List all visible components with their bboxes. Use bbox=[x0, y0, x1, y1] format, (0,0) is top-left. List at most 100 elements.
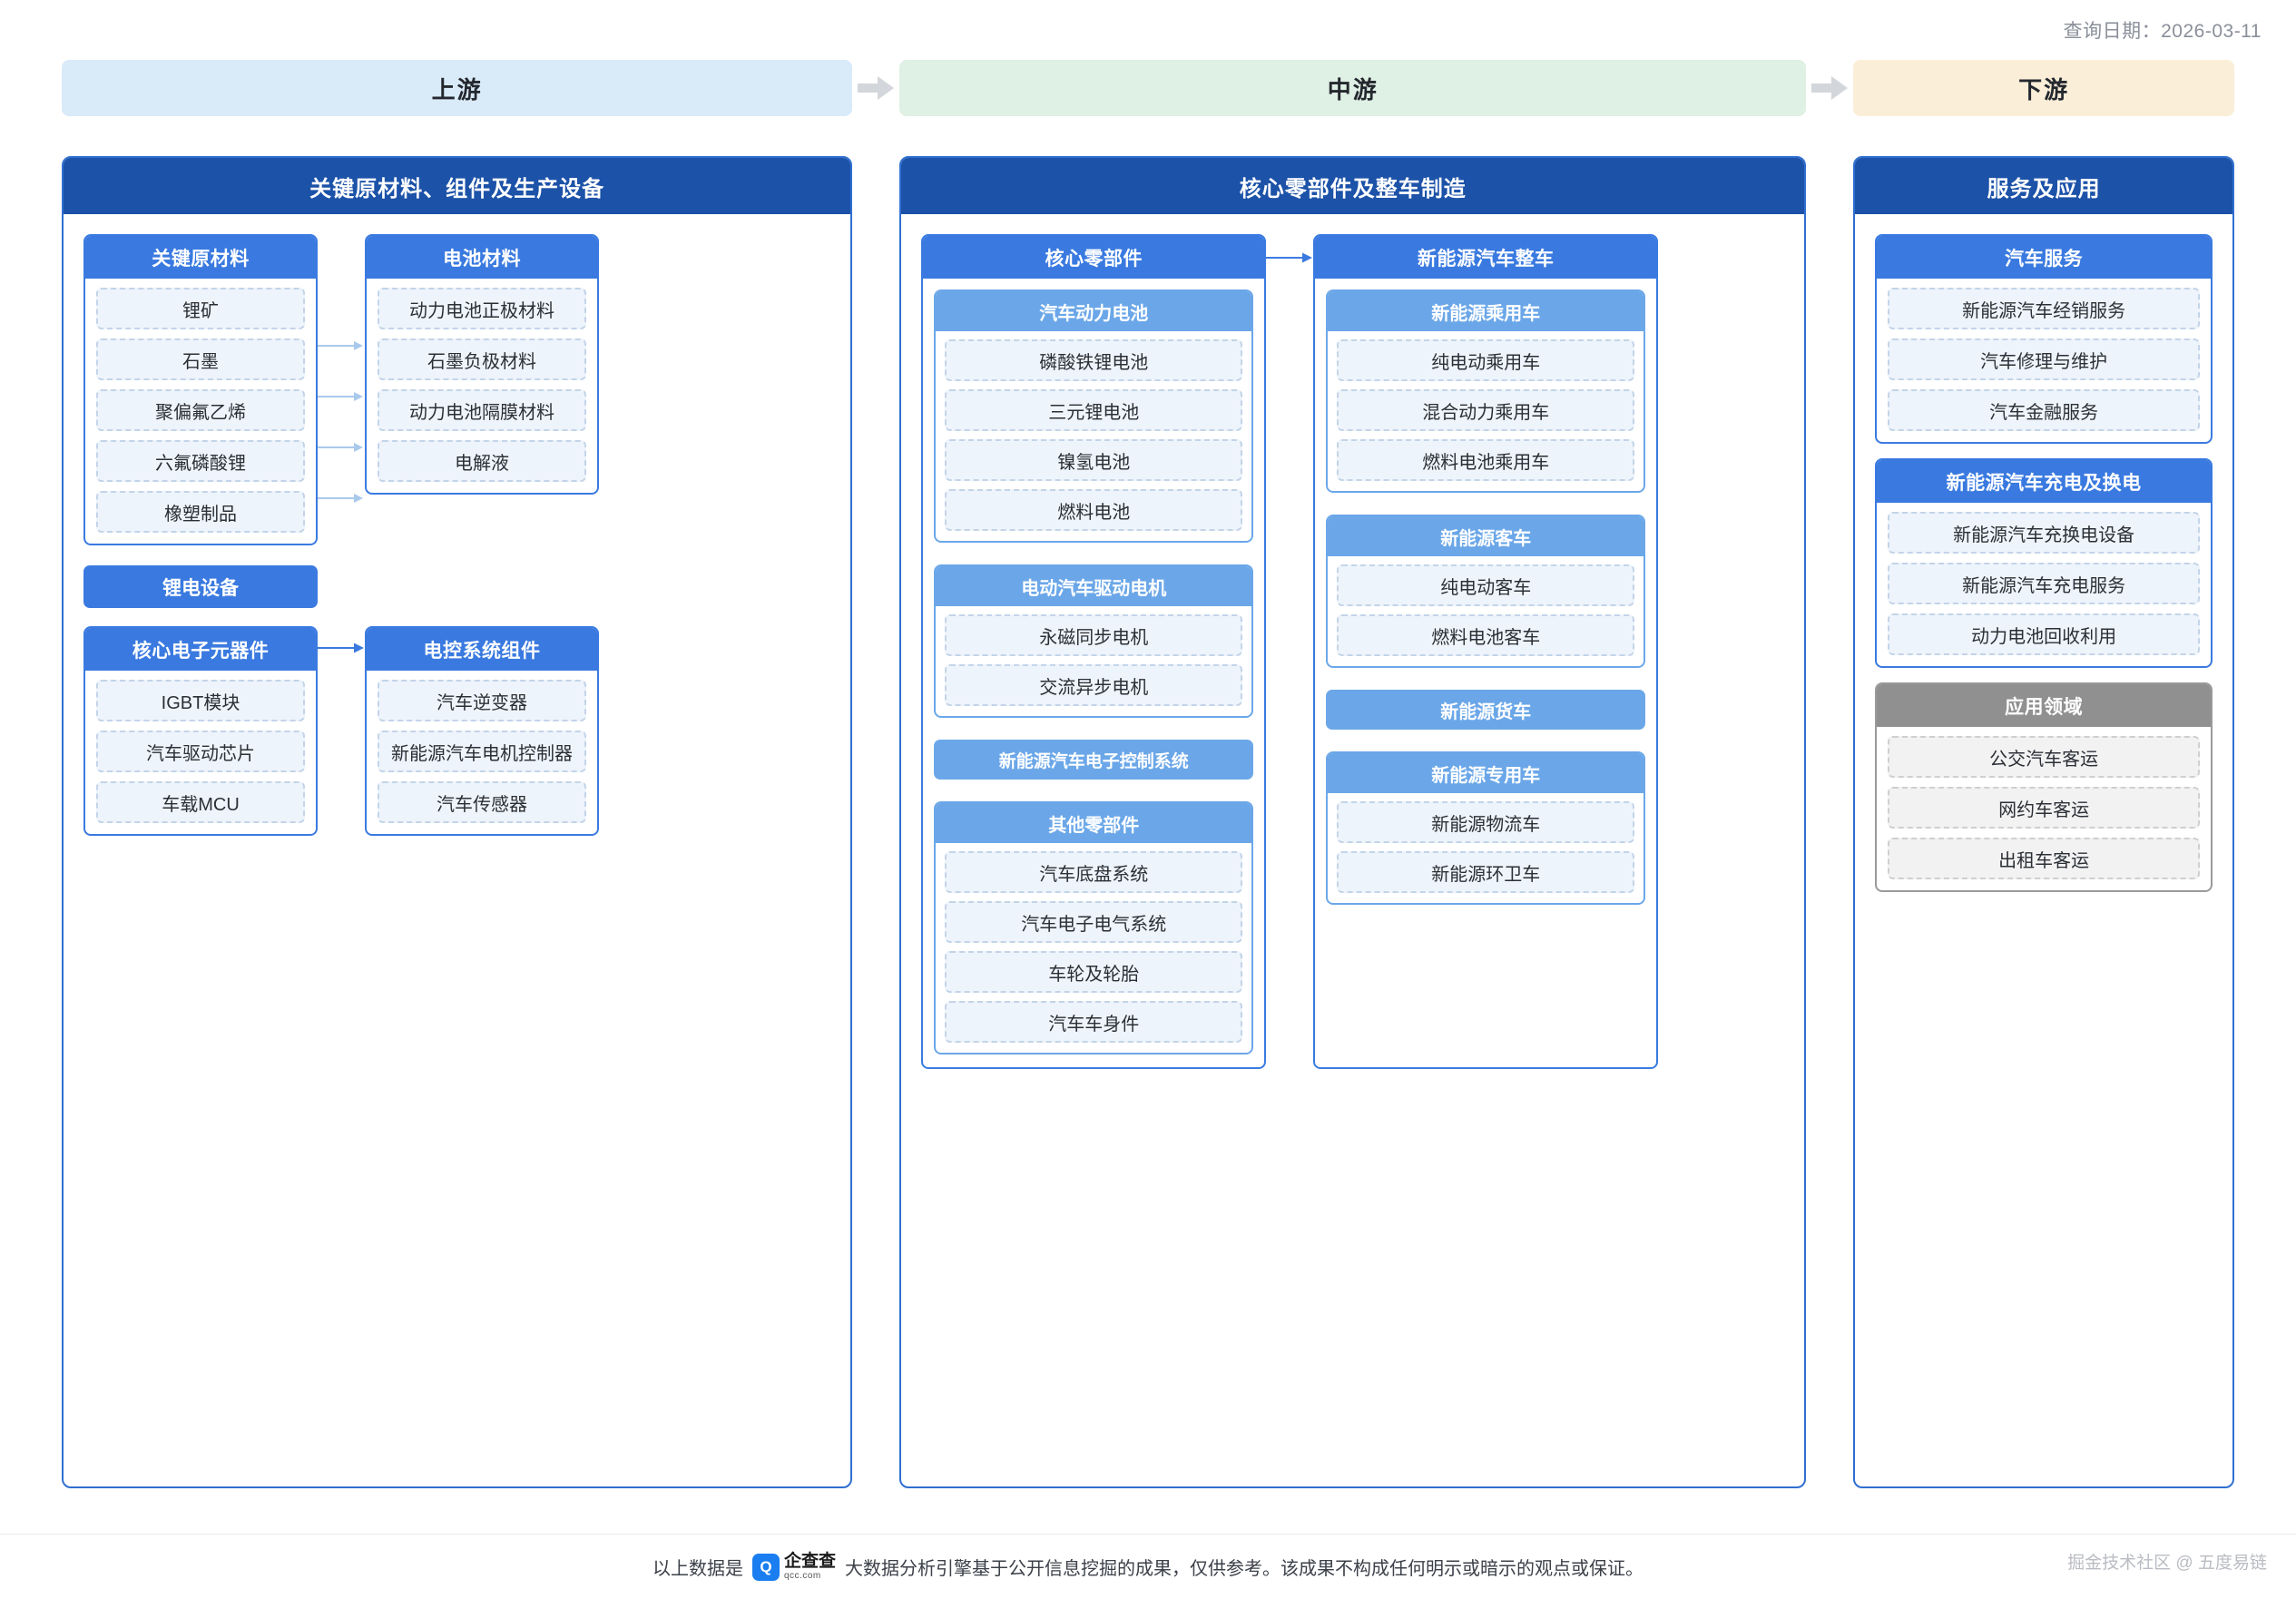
list-item[interactable]: 纯电动客车 bbox=[1337, 564, 1635, 606]
list-item[interactable]: 电解液 bbox=[378, 440, 586, 482]
list-item[interactable]: 新能源汽车充换电设备 bbox=[1888, 512, 2200, 554]
list-item[interactable]: 新能源汽车电机控制器 bbox=[378, 731, 586, 772]
footer: 以上数据是 Q 企查查 qcc.com 大数据分析引擎基于公开信息挖掘的成果，仅… bbox=[0, 1534, 2296, 1599]
list-item[interactable]: 三元锂电池 bbox=[945, 389, 1243, 431]
list-item[interactable]: 永磁同步电机 bbox=[945, 614, 1243, 656]
items-battery-materials: 动力电池正极材料 石墨负极材料 动力电池隔膜材料 电解液 bbox=[367, 279, 597, 493]
list-item[interactable]: 六氟磷酸锂 bbox=[96, 440, 305, 482]
card-head-battery-materials[interactable]: 电池材料 bbox=[367, 236, 597, 279]
list-item[interactable]: 混合动力乘用车 bbox=[1337, 389, 1635, 431]
upstream-connector-column-2 bbox=[318, 626, 365, 836]
lithium-equipment-wrap: 锂电设备 bbox=[83, 565, 318, 608]
card-head-ec-system-components[interactable]: 电控系统组件 bbox=[367, 628, 597, 671]
items-auto-services: 新能源汽车经销服务 汽车修理与维护 汽车金融服务 bbox=[1877, 279, 2211, 442]
list-item[interactable]: 车轮及轮胎 bbox=[945, 951, 1243, 993]
subcard-head-special-vehicles[interactable]: 新能源专用车 bbox=[1328, 753, 1644, 793]
stage-midstream[interactable]: 中游 bbox=[899, 60, 1807, 116]
subcard-power-battery: 汽车动力电池 磷酸铁锂电池 三元锂电池 镍氢电池 燃料电池 bbox=[934, 289, 1254, 543]
qcc-logo: Q 企查查 qcc.com bbox=[751, 1553, 836, 1581]
list-item[interactable]: 公交汽车客运 bbox=[1888, 736, 2200, 778]
footer-prefix: 以上数据是 bbox=[652, 1559, 743, 1579]
list-item[interactable]: 汽车金融服务 bbox=[1888, 389, 2200, 431]
list-item[interactable]: 新能源环卫车 bbox=[1337, 851, 1635, 893]
subcard-head-other-parts[interactable]: 其他零部件 bbox=[936, 803, 1252, 843]
list-item[interactable]: 出租车客运 bbox=[1888, 838, 2200, 879]
card-head-key-raw-materials[interactable]: 关键原材料 bbox=[85, 236, 316, 279]
list-item[interactable]: 汽车逆变器 bbox=[378, 680, 586, 721]
list-item[interactable]: 燃料电池乘用车 bbox=[1337, 439, 1635, 481]
card-ec-system-components: 电控系统组件 汽车逆变器 新能源汽车电机控制器 汽车传感器 bbox=[365, 626, 599, 836]
subcard-head-buses[interactable]: 新能源客车 bbox=[1328, 516, 1644, 556]
card-battery-materials: 电池材料 动力电池正极材料 石墨负极材料 动力电池隔膜材料 电解液 bbox=[365, 234, 599, 495]
items-passenger-vehicles: 纯电动乘用车 混合动力乘用车 燃料电池乘用车 bbox=[1328, 331, 1644, 491]
list-item[interactable]: 石墨负极材料 bbox=[378, 338, 586, 380]
upstream-right-col: 电池材料 动力电池正极材料 石墨负极材料 动力电池隔膜材料 电解液 bbox=[365, 234, 599, 545]
list-item[interactable]: 动力电池隔膜材料 bbox=[378, 389, 586, 431]
midstream-connector-column bbox=[1266, 234, 1313, 1069]
items-drive-motor: 永磁同步电机 交流异步电机 bbox=[936, 606, 1251, 716]
panel-title-downstream: 服务及应用 bbox=[1855, 158, 2232, 214]
list-item[interactable]: 石墨 bbox=[96, 338, 305, 380]
connector-arrow-icon bbox=[318, 643, 365, 653]
list-item[interactable]: 新能源汽车经销服务 bbox=[1888, 288, 2200, 329]
list-item[interactable]: 车载MCU bbox=[96, 781, 305, 823]
stage-arrow-upstream-to-midstream bbox=[852, 76, 899, 100]
items-ec-system-components: 汽车逆变器 新能源汽车电机控制器 汽车传感器 bbox=[367, 671, 597, 834]
connector-arrow-icon bbox=[1266, 252, 1313, 263]
subcard-head-power-battery[interactable]: 汽车动力电池 bbox=[936, 291, 1252, 331]
card-head-auto-services[interactable]: 汽车服务 bbox=[1877, 236, 2211, 279]
upstream-connector-column bbox=[318, 234, 365, 545]
stage-downstream[interactable]: 下游 bbox=[1853, 60, 2234, 116]
upstream-materials-row: 关键原材料 锂矿 石墨 聚偏氟乙烯 六氟磷酸锂 橡塑制品 bbox=[83, 234, 830, 545]
upstream-left-col-2: 核心电子元器件 IGBT模块 汽车驱动芯片 车载MCU bbox=[83, 626, 318, 836]
qcc-brand-en: qcc.com bbox=[783, 1571, 821, 1581]
list-item[interactable]: 磷酸铁锂电池 bbox=[945, 339, 1243, 381]
subcard-head-ecu-system[interactable]: 新能源汽车电子控制系统 bbox=[934, 740, 1254, 780]
upstream-right-col-2: 电控系统组件 汽车逆变器 新能源汽车电机控制器 汽车传感器 bbox=[365, 626, 599, 836]
qcc-logo-text: 企查查 qcc.com bbox=[784, 1553, 836, 1581]
card-auto-services: 汽车服务 新能源汽车经销服务 汽车修理与维护 汽车金融服务 bbox=[1875, 234, 2213, 444]
column-midstream: 核心零部件及整车制造 核心零部件 汽车动力电池 磷酸铁锂电池 bbox=[899, 156, 1807, 1488]
card-head-application-fields[interactable]: 应用领域 bbox=[1877, 684, 2211, 727]
stage-upstream[interactable]: 上游 bbox=[62, 60, 853, 116]
list-item[interactable]: 燃料电池客车 bbox=[1337, 614, 1635, 656]
card-head-lithium-equipment[interactable]: 锂电设备 bbox=[83, 565, 318, 608]
list-item[interactable]: IGBT模块 bbox=[96, 680, 305, 721]
query-date: 查询日期：2026-03-11 bbox=[2063, 21, 2262, 42]
list-item[interactable]: 新能源物流车 bbox=[1337, 801, 1635, 843]
list-item[interactable]: 汽车车身件 bbox=[945, 1001, 1243, 1043]
subcard-head-trucks[interactable]: 新能源货车 bbox=[1326, 690, 1646, 730]
list-item[interactable]: 网约车客运 bbox=[1888, 787, 2200, 829]
panel-body-downstream: 汽车服务 新能源汽车经销服务 汽车修理与维护 汽车金融服务 新能源汽车充电及换电… bbox=[1855, 214, 2232, 1486]
card-head-vehicles[interactable]: 新能源汽车整车 bbox=[1315, 236, 1657, 279]
connector-arrow-icon bbox=[318, 391, 365, 402]
qcc-brand-cn: 企查查 bbox=[783, 1552, 836, 1571]
subcard-head-drive-motor[interactable]: 电动汽车驱动电机 bbox=[936, 566, 1252, 606]
panel-midstream: 核心零部件及整车制造 核心零部件 汽车动力电池 磷酸铁锂电池 bbox=[899, 156, 1807, 1488]
subcard-head-passenger-vehicles[interactable]: 新能源乘用车 bbox=[1328, 291, 1644, 331]
list-item[interactable]: 动力电池回收利用 bbox=[1888, 613, 2200, 655]
card-head-core-parts[interactable]: 核心零部件 bbox=[923, 236, 1265, 279]
list-item[interactable]: 橡塑制品 bbox=[96, 491, 305, 533]
list-item[interactable]: 新能源汽车充电服务 bbox=[1888, 563, 2200, 604]
list-item[interactable]: 汽车电子电气系统 bbox=[945, 901, 1243, 943]
list-item[interactable]: 燃料电池 bbox=[945, 489, 1243, 531]
list-item[interactable]: 聚偏氟乙烯 bbox=[96, 389, 305, 431]
list-item[interactable]: 汽车底盘系统 bbox=[945, 851, 1243, 893]
list-item[interactable]: 交流异步电机 bbox=[945, 664, 1243, 706]
card-head-core-electronics[interactable]: 核心电子元器件 bbox=[85, 628, 316, 671]
card-head-charging-swapping[interactable]: 新能源汽车充电及换电 bbox=[1877, 460, 2211, 503]
card-application-fields: 应用领域 公交汽车客运 网约车客运 出租车客运 bbox=[1875, 682, 2213, 892]
list-item[interactable]: 锂矿 bbox=[96, 288, 305, 329]
panel-body-midstream: 核心零部件 汽车动力电池 磷酸铁锂电池 三元锂电池 镍氢电池 燃料电 bbox=[901, 214, 1804, 1486]
list-item[interactable]: 镍氢电池 bbox=[945, 439, 1243, 481]
list-item[interactable]: 汽车修理与维护 bbox=[1888, 338, 2200, 380]
list-item[interactable]: 汽车传感器 bbox=[378, 781, 586, 823]
list-item[interactable]: 纯电动乘用车 bbox=[1337, 339, 1635, 381]
column-downstream: 服务及应用 汽车服务 新能源汽车经销服务 汽车修理与维护 汽车金融服务 新能源汽… bbox=[1853, 156, 2234, 1488]
stage-arrow-midstream-to-downstream bbox=[1806, 76, 1853, 100]
subcard-special-vehicles: 新能源专用车 新能源物流车 新能源环卫车 bbox=[1326, 751, 1646, 905]
list-item[interactable]: 动力电池正极材料 bbox=[378, 288, 586, 329]
upstream-left-col: 关键原材料 锂矿 石墨 聚偏氟乙烯 六氟磷酸锂 橡塑制品 bbox=[83, 234, 318, 545]
list-item[interactable]: 汽车驱动芯片 bbox=[96, 731, 305, 772]
